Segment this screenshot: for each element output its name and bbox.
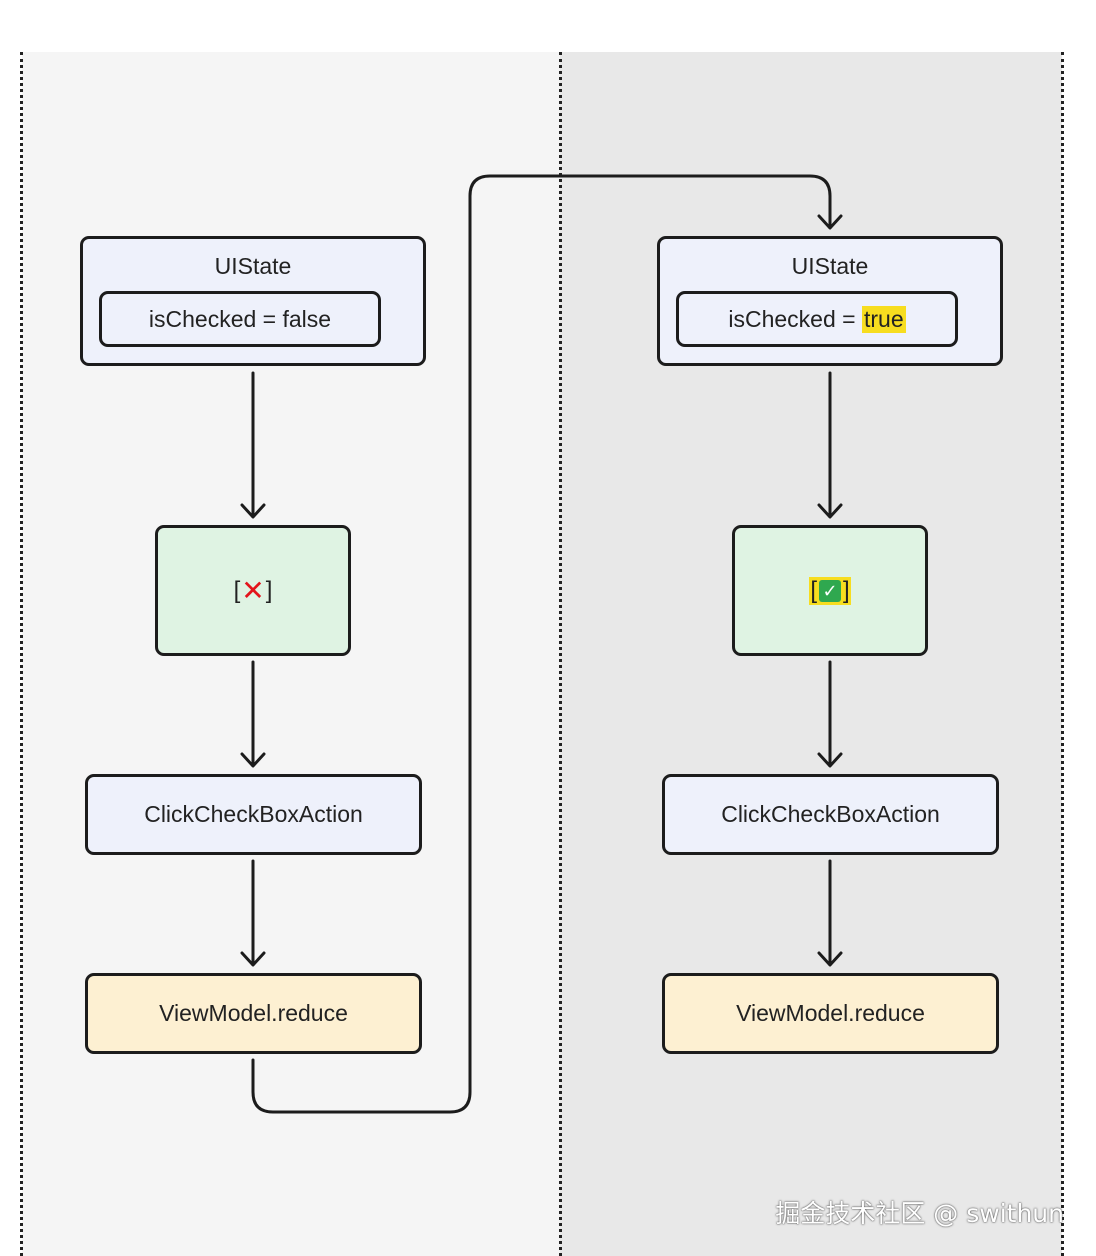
lane-divider-left xyxy=(20,52,23,1256)
left-reduce-box: ViewModel.reduce xyxy=(85,973,422,1054)
left-field-value: false xyxy=(282,305,332,332)
watermark: 掘金技术社区 @ swithun xyxy=(775,1199,1064,1228)
left-checkbox-close: ] xyxy=(265,576,273,604)
left-field-eq: = xyxy=(256,305,283,332)
right-action-label: ClickCheckBoxAction xyxy=(721,801,940,827)
right-field-value: true xyxy=(861,305,906,333)
left-uistate-box: UIState isChecked = false xyxy=(80,236,426,366)
right-ischecked-field: isChecked = true xyxy=(676,291,958,347)
lane-divider-right xyxy=(1061,52,1064,1256)
right-uistate-box: UIState isChecked = true xyxy=(657,236,1003,366)
right-field-name: isChecked xyxy=(728,305,836,332)
left-field-name: isChecked xyxy=(148,305,257,332)
right-checkbox-box: [ ✓ ] xyxy=(732,525,928,656)
left-ischecked-field: isChecked = false xyxy=(99,291,381,347)
left-action-label: ClickCheckBoxAction xyxy=(144,801,363,827)
left-checkbox-box: [ ✕ ] xyxy=(155,525,351,656)
right-reduce-label: ViewModel.reduce xyxy=(736,1000,925,1026)
left-reduce-label: ViewModel.reduce xyxy=(159,1000,348,1026)
right-checkbox-close: ] xyxy=(843,576,850,604)
right-checkbox-mark: [ ✓ ] xyxy=(809,576,851,605)
left-uistate-title: UIState xyxy=(214,253,292,279)
left-checkbox-open: [ xyxy=(233,576,241,604)
right-field-eq: = xyxy=(835,305,862,332)
right-checkbox-open: [ xyxy=(810,576,817,604)
right-reduce-box: ViewModel.reduce xyxy=(662,973,999,1054)
cross-icon: ✕ xyxy=(241,575,265,606)
right-action-box: ClickCheckBoxAction xyxy=(662,774,999,855)
check-mark-icon: ✓ xyxy=(819,579,841,602)
left-action-box: ClickCheckBoxAction xyxy=(85,774,422,855)
arrow-reduce-to-next-state xyxy=(251,174,832,1114)
lane-divider-middle xyxy=(559,52,562,1256)
right-uistate-title: UIState xyxy=(791,253,869,279)
